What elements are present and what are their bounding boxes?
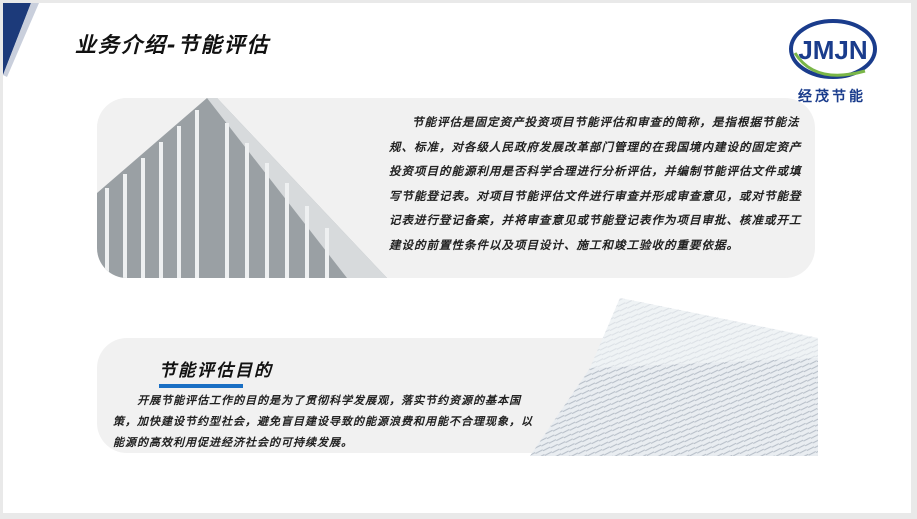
intro-card: 节能评估是固定资产投资项目节能评估和审查的简称，是指根据节能法规、标准，对各级人… — [97, 98, 815, 278]
company-logo: JMJN — [789, 19, 877, 79]
page-title: 业务介绍-节能评估 — [75, 33, 270, 57]
company-name: 经茂节能 — [798, 89, 866, 105]
purpose-paragraph: 开展节能评估工作的目的是为了贯彻科学发展观，落实节约资源的基本国策，加快建设节约… — [113, 394, 533, 449]
intro-paragraph: 节能评估是固定资产投资项目节能评估和审查的简称，是指根据节能法规、标准，对各级人… — [389, 115, 802, 252]
corner-decoration — [3, 3, 39, 77]
section-heading: 节能评估目的 — [159, 361, 273, 381]
heading-underline — [159, 384, 243, 388]
logo-mark: JMJN — [798, 35, 867, 65]
building-photo — [97, 98, 387, 278]
slide: 业务介绍-节能评估 JMJN 经茂节能 节能评估是固定资产投资项目节能评估和审查… — [3, 3, 911, 513]
facade-photo — [530, 298, 818, 456]
